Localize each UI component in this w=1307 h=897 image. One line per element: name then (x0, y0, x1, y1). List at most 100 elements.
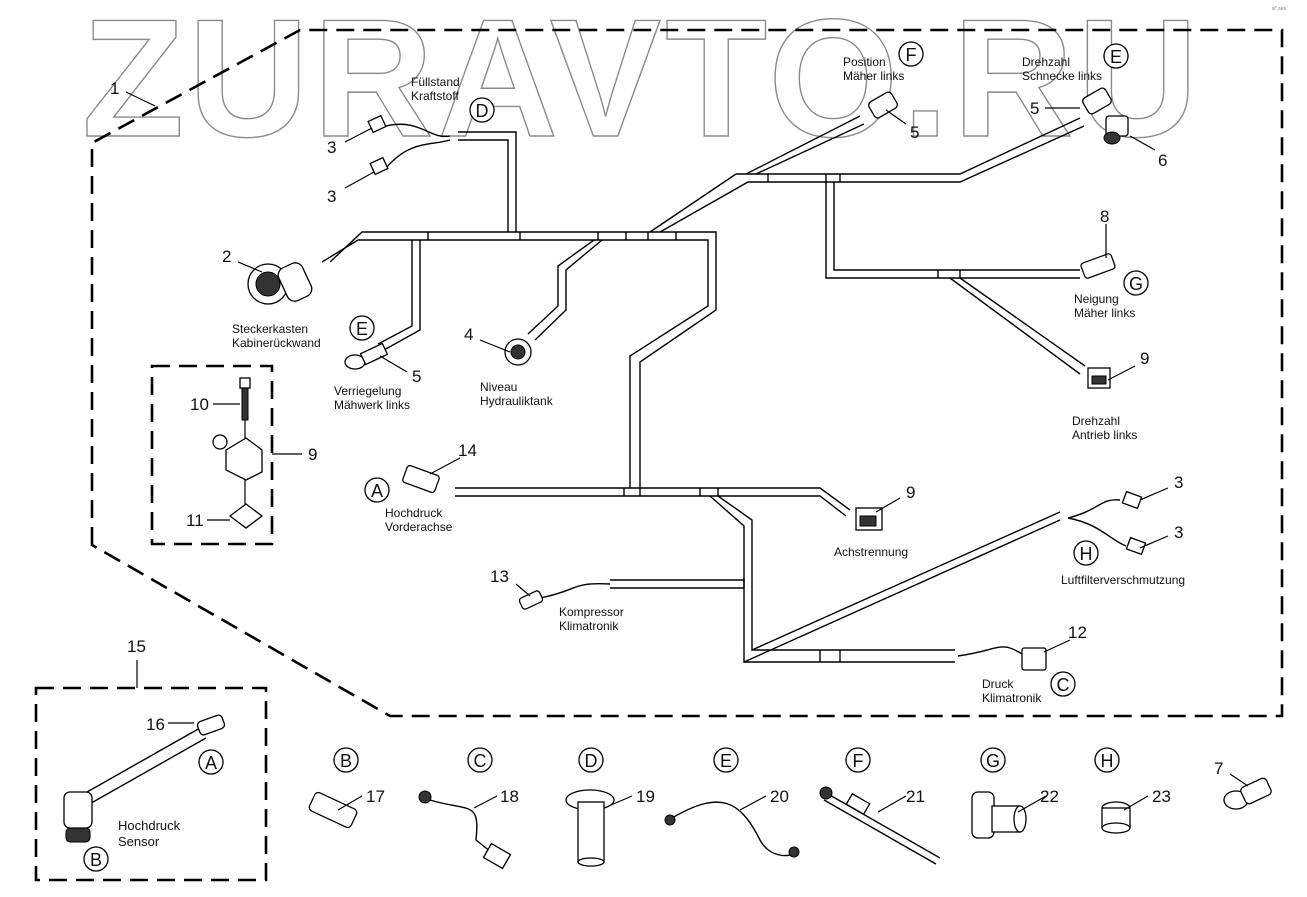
svg-text:F: F (853, 751, 864, 771)
label-luftfilter: Luftfilterverschmutzung (1061, 573, 1185, 587)
connector-12 (1021, 647, 1047, 671)
callout-9: 9 (1140, 349, 1149, 368)
component-labels: Füllstand Kraftstoff Position Mäher link… (118, 55, 1185, 849)
svg-text:A: A (371, 481, 383, 501)
svg-text:D: D (476, 101, 489, 121)
part-21 (819, 786, 941, 865)
watermark: ZURAVTO.RU (82, 0, 1202, 172)
label-drehzahl-antrieb-2: Antrieb links (1072, 428, 1137, 442)
svg-text:B: B (90, 850, 102, 870)
callout-19: 19 (636, 787, 655, 806)
callout-13: 13 (490, 567, 509, 586)
connector-5-left (344, 342, 389, 370)
label-verriegelung-1: Verriegelung (334, 384, 401, 398)
svg-text:H: H (1080, 544, 1093, 564)
ref-circle-G: G (980, 747, 1006, 773)
part-22 (971, 791, 1027, 839)
connector-5-e (1082, 87, 1112, 115)
svg-text:C: C (1057, 675, 1070, 695)
svg-text:E: E (356, 319, 368, 339)
label-hochdruck-sensor-1: Hochdruck (118, 818, 181, 833)
connector-2 (247, 262, 313, 305)
callout-15: 15 (127, 637, 146, 656)
svg-text:E: E (720, 751, 732, 771)
ref-circle-A: A (364, 477, 390, 503)
callout-5: 5 (412, 367, 421, 386)
label-druck-klimatronik-2: Klimatronik (982, 691, 1042, 705)
connector-13 (518, 590, 544, 610)
part-7 (1223, 777, 1272, 810)
label-fuellstand-2: Kraftstoff (411, 89, 459, 103)
svg-text:G: G (986, 751, 1000, 771)
connector-3-right-a (1121, 490, 1143, 510)
svg-text:C: C (474, 751, 487, 771)
label-position-2: Mäher links (843, 69, 904, 83)
callout-9: 9 (906, 483, 915, 502)
callout-20: 20 (770, 787, 789, 806)
callout-23: 23 (1152, 787, 1171, 806)
connector-9-right (1087, 367, 1111, 389)
thin-wires (385, 123, 1127, 657)
gasket-11 (228, 503, 264, 529)
label-niveau-1: Niveau (480, 380, 517, 394)
connector-4 (504, 338, 532, 366)
connector-9-mid (855, 507, 883, 531)
callout-16: 16 (146, 715, 165, 734)
svg-text:B: B (340, 751, 352, 771)
bolt-10 (239, 377, 251, 421)
callout-2: 2 (222, 247, 231, 266)
label-fuellstand-1: Füllstand (411, 75, 460, 89)
corner-code: a° ses (1272, 6, 1286, 12)
harness-trunk (321, 115, 1086, 664)
svg-text:A: A (205, 753, 217, 773)
label-steckerkasten-1: Steckerkasten (232, 322, 308, 336)
ref-circle-C: C (467, 747, 493, 773)
label-drehzahl-schnecke-1: Drehzahl (1022, 55, 1070, 69)
svg-text:E: E (1110, 47, 1122, 67)
label-steckerkasten-2: Kabinerückwand (232, 336, 321, 350)
ref-circle-D: D (578, 747, 604, 773)
callout-1: 1 (110, 79, 119, 98)
connector-14 (402, 464, 440, 494)
connector-3-right-b (1125, 536, 1147, 556)
part-18 (418, 790, 512, 870)
label-neigung-1: Neigung (1074, 292, 1119, 306)
label-drehzahl-schnecke-2: Schnecke links (1022, 69, 1102, 83)
ref-circle-F: F (898, 41, 924, 67)
ref-circle-G: G (1123, 270, 1149, 296)
reference-letters: D F E E G A H C A B B C D E F G H (83, 41, 1149, 872)
callout-3: 3 (1174, 473, 1183, 492)
connector-3-top-a (367, 114, 387, 134)
label-kompressor-2: Klimatronik (559, 619, 619, 633)
ref-circle-E: E (713, 747, 739, 773)
callout-11: 11 (186, 511, 204, 530)
callout-18: 18 (500, 787, 519, 806)
ref-circle-A: A (198, 749, 224, 775)
label-hochdruck-vorderachse-1: Hochdruck (385, 506, 443, 520)
callout-12: 12 (1068, 623, 1087, 642)
connector-9-detail (212, 434, 263, 481)
sensor-hochdruck (63, 714, 226, 843)
callout-3: 3 (1174, 523, 1183, 542)
leader-lines (125, 91, 1249, 813)
ref-circle-C: C (1050, 671, 1076, 697)
detail-box-9 (150, 364, 274, 546)
callout-22: 22 (1040, 787, 1059, 806)
callout-17: 17 (366, 787, 385, 806)
part-19 (565, 789, 615, 867)
part-20 (664, 801, 800, 858)
label-drehzahl-antrieb-1: Drehzahl (1072, 414, 1120, 428)
callout-8: 8 (1100, 207, 1109, 226)
svg-text:D: D (585, 751, 598, 771)
ref-circle-H: H (1073, 540, 1099, 566)
ref-circle-H: H (1094, 747, 1120, 773)
detail-box-15 (34, 686, 268, 882)
part-17 (308, 791, 358, 829)
callout-5: 5 (910, 123, 919, 142)
label-kompressor-1: Kompressor (559, 605, 624, 619)
connector-3-top-b (369, 156, 389, 176)
callout-3: 3 (327, 187, 336, 206)
svg-text:G: G (1129, 274, 1143, 294)
callout-3: 3 (327, 138, 336, 157)
